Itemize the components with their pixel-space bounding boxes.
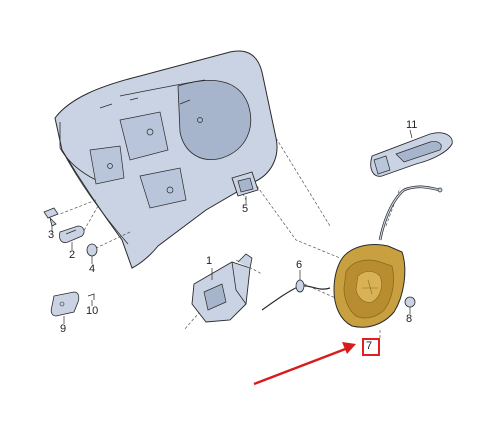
callout-9: 9	[60, 323, 67, 335]
screw-icon	[43, 207, 59, 232]
callout-6: 6	[296, 259, 303, 271]
cable-icon	[261, 270, 331, 311]
plug-icon	[231, 171, 259, 204]
bowden-cable-icon	[378, 185, 443, 241]
callout-4: 4	[89, 263, 96, 275]
inner-handle-icon	[370, 129, 453, 177]
callout-3: 3	[48, 229, 55, 241]
seal-cover-icon	[333, 244, 406, 328]
callout-1: 1	[206, 255, 213, 267]
callout-10: 10	[86, 305, 99, 317]
callout-11: 11	[406, 119, 418, 131]
callout-5: 5	[242, 203, 249, 215]
inner-bracket-icon	[50, 291, 95, 324]
cap-icon	[86, 243, 98, 264]
callout-8: 8	[406, 313, 413, 325]
red-arrow-icon	[253, 342, 356, 386]
callout-2: 2	[69, 249, 76, 261]
highlight-box	[362, 338, 380, 356]
door-lock-icon	[191, 253, 253, 323]
bracket-icon	[59, 225, 85, 250]
grommet-icon	[404, 296, 416, 314]
callout-7: 7	[366, 340, 373, 352]
door-panel-icon	[54, 50, 278, 269]
